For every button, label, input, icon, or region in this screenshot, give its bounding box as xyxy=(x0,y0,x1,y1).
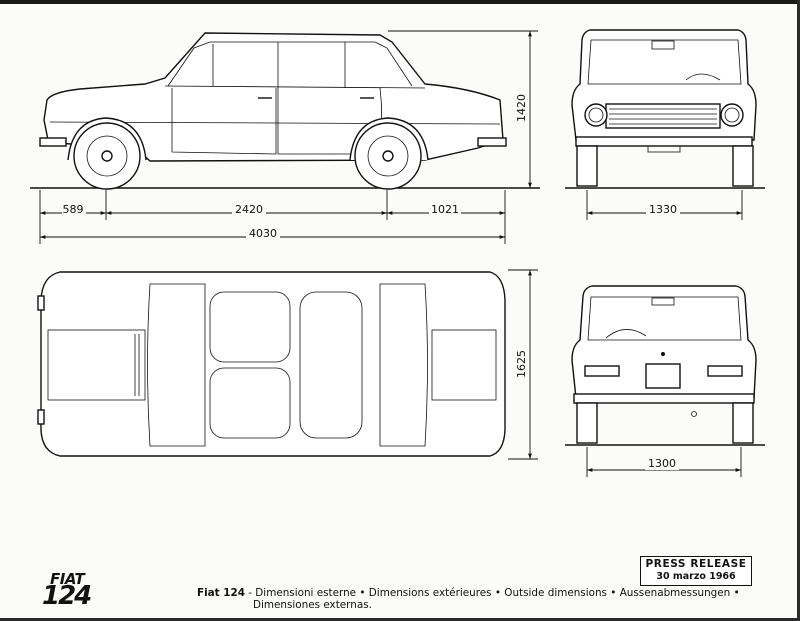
rear-window xyxy=(587,296,742,341)
belt-line xyxy=(164,85,426,89)
trunk-badge xyxy=(661,352,665,356)
rear-interior-mirror xyxy=(651,297,675,306)
label-bg-overall-length xyxy=(246,227,280,240)
rear-window-top xyxy=(379,283,428,447)
rear-left-lamp xyxy=(584,365,620,377)
rear-view-steering-wheel xyxy=(605,329,647,339)
sheet-top-edge xyxy=(0,0,800,4)
top-mirror-right xyxy=(37,409,45,425)
right-headlight-lens xyxy=(724,107,740,123)
side-window-frame xyxy=(167,41,413,87)
front-overhang-label: 589 xyxy=(63,203,84,216)
rear-left-tire xyxy=(576,402,598,444)
rear-right-tire xyxy=(732,402,754,444)
windshield xyxy=(587,39,742,85)
press-release-title: PRESS RELEASE xyxy=(645,558,747,570)
wheelbase-label: 2420 xyxy=(235,203,263,216)
rear-view-bumper xyxy=(573,393,755,404)
side-dimensions: 589 2420 1021 4030 1420 xyxy=(39,30,538,244)
steering-wheel xyxy=(685,73,721,81)
front-plate xyxy=(647,145,681,153)
overall-length-label: 4030 xyxy=(249,227,277,240)
label-bg-rear-overhang xyxy=(429,203,461,216)
height-label: 1420 xyxy=(515,94,528,122)
rear-bumper xyxy=(477,137,507,147)
front-right-seat xyxy=(209,367,291,439)
top-view: 1625 xyxy=(37,269,538,460)
front-view-bumper xyxy=(575,136,753,147)
front-door-outline xyxy=(171,88,277,155)
front-bumper xyxy=(39,137,67,147)
rear-view-mirror xyxy=(651,40,675,50)
front-view: 1330 xyxy=(565,29,765,220)
windshield-top xyxy=(147,283,206,447)
caption-text: - Dimensioni esterne • Dimensions extéri… xyxy=(244,587,740,599)
top-mirror-left xyxy=(37,295,45,311)
sheet-right-edge xyxy=(797,0,800,621)
caption-line-1: Fiat 124 - Dimensioni esterne • Dimensio… xyxy=(197,587,767,600)
caption-line-2: Dimensiones externas. xyxy=(253,598,372,611)
label-bg-front-track xyxy=(646,203,680,216)
front-hub xyxy=(101,150,113,162)
top-body-outline xyxy=(40,271,506,457)
left-headlight xyxy=(584,103,608,127)
press-release-date: 30 marzo 1966 xyxy=(656,571,736,582)
press-release-stamp: PRESS RELEASE 30 marzo 1966 xyxy=(640,556,752,586)
label-bg-front-overhang xyxy=(62,203,86,216)
sheet-bottom-edge xyxy=(0,618,800,621)
rear-hub xyxy=(382,150,394,162)
hood-panel xyxy=(47,329,146,401)
front-wheel xyxy=(73,122,141,190)
logo-model-number: 124 xyxy=(42,581,92,611)
front-left-tire xyxy=(576,145,598,187)
exhaust xyxy=(691,411,697,417)
rear-overhang-label: 1021 xyxy=(431,203,459,216)
label-bg-rear-track xyxy=(645,457,679,470)
front-rim xyxy=(86,135,128,177)
rear-view: 1300 xyxy=(565,285,765,477)
rear-rim xyxy=(367,135,409,177)
rear-wheel xyxy=(354,122,422,190)
right-headlight xyxy=(720,103,744,127)
caption: Fiat 124 - Dimensioni esterne • Dimensio… xyxy=(197,587,767,611)
rear-track-label: 1300 xyxy=(648,457,676,470)
rear-bench xyxy=(299,291,363,439)
side-view xyxy=(30,32,540,190)
trunk-panel xyxy=(431,329,497,401)
front-track-label: 1330 xyxy=(649,203,677,216)
left-headlight-lens xyxy=(588,107,604,123)
rear-plate xyxy=(645,363,681,389)
front-left-seat xyxy=(209,291,291,363)
caption-model: Fiat 124 xyxy=(197,587,245,599)
fiat-124-logo: FIAT 124 xyxy=(42,570,106,611)
front-right-tire xyxy=(732,145,754,187)
logo-brand: FIAT xyxy=(50,570,85,588)
width-label: 1625 xyxy=(515,350,528,378)
label-bg-wheelbase xyxy=(232,203,266,216)
rear-right-lamp xyxy=(707,365,743,377)
